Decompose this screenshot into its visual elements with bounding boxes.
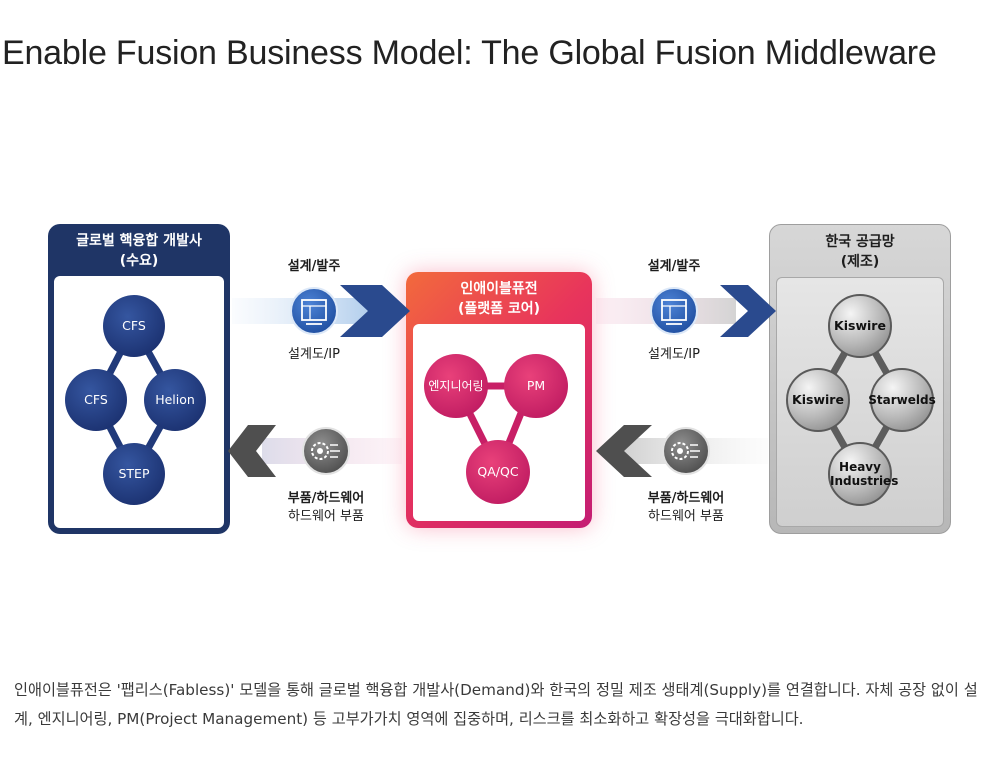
gear-circuit-icon: [302, 427, 350, 475]
node-label-kiswire: Kiswire: [792, 392, 844, 407]
arrow-right-icon: [720, 285, 776, 337]
arrow-right-icon: [340, 285, 410, 337]
flow-sublabel-blueprint: 설계도/IP: [288, 347, 340, 362]
blueprint-icon: [650, 287, 698, 335]
supply-node-network: [786, 294, 934, 506]
node-circle: [828, 294, 892, 358]
node-circle: [786, 368, 850, 432]
flow-label-hardware: 부품/하드웨어: [647, 491, 725, 506]
platform-core-title: 인애이블퓨전 (플랫폼 코어): [457, 281, 541, 317]
blueprint-icon: [290, 287, 338, 335]
node-circle: [466, 440, 530, 504]
node-label-engineering: 엔지니어링: [428, 379, 484, 393]
node-circle: [144, 369, 206, 431]
node-circle: [424, 354, 488, 418]
node-circle: [103, 443, 165, 505]
node-circle: [870, 368, 934, 432]
node-circle: [828, 442, 892, 506]
node-label-starwelds: Starwelds: [868, 393, 936, 407]
demand-node-network: [65, 295, 206, 505]
node-circle: [65, 369, 127, 431]
flow-label-hardware: 부품/하드웨어: [287, 491, 365, 506]
page-title: Enable Fusion Business Model: The Global…: [2, 34, 937, 72]
node-label-pm: PM: [526, 378, 546, 393]
flow-label-order: 설계/발주: [647, 259, 701, 274]
arrow-left-icon: [596, 425, 652, 477]
demand-panel-title: 글로벌 핵융합 개발사 (수요): [76, 233, 202, 269]
node-label-cfs: CFS: [122, 318, 146, 333]
description-caption: 인애이블퓨전은 '팹리스(Fabless)' 모델을 통해 글로벌 핵융합 개발…: [14, 681, 978, 728]
arrow-left-icon: [228, 425, 276, 477]
node-label-kiswire: Kiswire: [834, 318, 886, 333]
node-label-qaqc: QA/QC: [477, 464, 519, 479]
flow-label-order: 설계/발주: [287, 259, 341, 274]
node-circle: [504, 354, 568, 418]
node-label-heavy-industries: Heavy Industries: [830, 460, 899, 488]
flow-sublabel-parts: 하드웨어 부품: [288, 509, 364, 524]
flow-sublabel-parts: 하드웨어 부품: [648, 509, 724, 524]
node-label-step: STEP: [118, 466, 150, 481]
supply-panel-title: 한국 공급망 (제조): [825, 234, 895, 270]
node-label-helion: Helion: [155, 392, 195, 407]
node-label-cfs: CFS: [84, 392, 108, 407]
gear-circuit-icon: [662, 427, 710, 475]
core-node-network: [424, 354, 568, 504]
node-circle: [103, 295, 165, 357]
flow-sublabel-blueprint: 설계도/IP: [648, 347, 700, 362]
